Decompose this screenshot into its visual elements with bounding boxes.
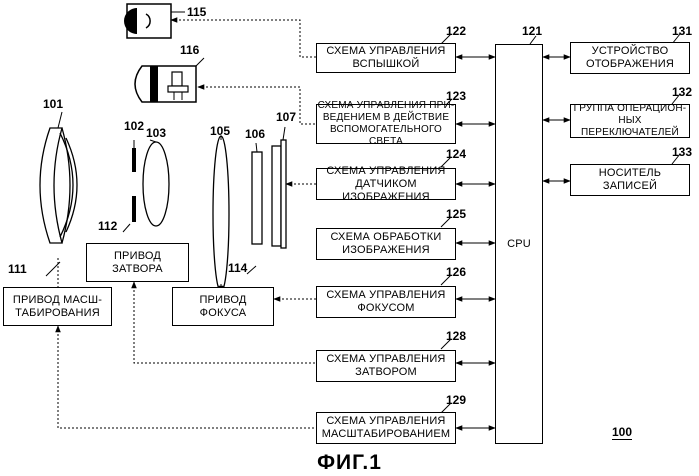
recording-medium-number: 133 xyxy=(672,145,692,159)
aux-light-icon xyxy=(135,66,196,102)
shutter-drive-number: 112 xyxy=(98,219,117,233)
zoom-control-number: 129 xyxy=(446,393,466,407)
image-processing-box: СХЕМА ОБРАБОТКИ ИЗОБРАЖЕНИЯ xyxy=(316,228,456,260)
system-number: 100 xyxy=(612,426,632,440)
aux-light-control-box: СХЕМА УПРАВЛЕНИЯ ПРИ- ВЕДЕНИЕМ В ДЕЙСТВИ… xyxy=(316,104,456,144)
shutter-control-number: 128 xyxy=(446,329,466,343)
focus-control-number: 126 xyxy=(446,265,466,279)
focus-drive-label: ПРИВОД ФОКУСА xyxy=(199,294,246,320)
display-device-box: УСТРОЙСТВО ОТОБРАЖЕНИЯ xyxy=(570,42,690,74)
recording-medium-label: НОСИТЕЛЬ ЗАПИСЕЙ xyxy=(599,167,661,193)
focus-control-box: СХЕМА УПРАВЛЕНИЯ ФОКУСОМ xyxy=(316,286,456,318)
zoom-lens-icon xyxy=(40,128,77,243)
focus-lens-number: 105 xyxy=(210,124,230,138)
display-device-label: УСТРОЙСТВО ОТОБРАЖЕНИЯ xyxy=(586,45,674,71)
zoom-control-box: СХЕМА УПРАВЛЕНИЯ МАСШТАБИРОВАНИЕМ xyxy=(316,412,456,444)
focus-drive-box: ПРИВОД ФОКУСА xyxy=(172,287,274,326)
zoom-lens-number: 101 xyxy=(43,97,63,111)
switches-number: 132 xyxy=(672,85,692,99)
sensor-control-number: 124 xyxy=(446,147,466,161)
shutter-drive-label: ПРИВОД ЗАТВОРА xyxy=(112,250,163,276)
lens-103-icon xyxy=(143,142,169,226)
zoom-drive-label: ПРИВОД МАСШ- ТАБИРОВАНИЯ xyxy=(13,294,102,320)
filter-icon xyxy=(252,152,262,244)
shutter-control-label: СХЕМА УПРАВЛЕНИЯ ЗАТВОРОМ xyxy=(326,353,445,379)
recording-medium-box: НОСИТЕЛЬ ЗАПИСЕЙ xyxy=(570,164,690,196)
flash-control-label: СХЕМА УПРАВЛЕНИЯ ВСПЫШКОЙ xyxy=(326,45,445,71)
flash-unit-icon xyxy=(124,4,171,38)
aux-light-control-label: СХЕМА УПРАВЛЕНИЯ ПРИ- ВЕДЕНИЕМ В ДЕЙСТВИ… xyxy=(317,100,455,148)
aux-light-control-number: 123 xyxy=(446,89,466,103)
image-processing-label: СХЕМА ОБРАБОТКИ ИЗОБРАЖЕНИЯ xyxy=(331,231,442,257)
switches-box: ГРУППА ОПЕРАЦИОН- НЫХ ПЕРЕКЛЮЧАТЕЛЕЙ xyxy=(570,104,690,138)
cpu-label: CPU xyxy=(507,238,531,251)
zoom-drive-number: 111 xyxy=(8,262,27,276)
flash-number: 115 xyxy=(187,5,206,19)
zoom-drive-box: ПРИВОД МАСШ- ТАБИРОВАНИЯ xyxy=(3,287,112,326)
display-device-number: 131 xyxy=(672,24,692,38)
filter-number: 106 xyxy=(245,127,265,141)
focus-drive-number: 114 xyxy=(228,261,247,275)
flash-control-box: СХЕМА УПРАВЛЕНИЯ ВСПЫШКОЙ xyxy=(316,43,456,73)
image-processing-number: 125 xyxy=(446,207,466,221)
sensor-control-label: СХЕМА УПРАВЛЕНИЯ ДАТЧИКОМ ИЗОБРАЖЕНИЯ xyxy=(317,165,455,204)
shutter-control-box: СХЕМА УПРАВЛЕНИЯ ЗАТВОРОМ xyxy=(316,350,456,382)
switches-label: ГРУППА ОПЕРАЦИОН- НЫХ ПЕРЕКЛЮЧАТЕЛЕЙ xyxy=(571,103,689,139)
shutter-number: 102 xyxy=(124,119,144,133)
flash-control-number: 122 xyxy=(446,24,466,38)
focus-lens-icon xyxy=(213,136,229,292)
sensor-control-box: СХЕМА УПРАВЛЕНИЯ ДАТЧИКОМ ИЗОБРАЖЕНИЯ xyxy=(316,168,456,200)
shutter-drive-box: ПРИВОД ЗАТВОРА xyxy=(86,243,189,282)
image-sensor-icon xyxy=(272,140,286,248)
focus-control-label: СХЕМА УПРАВЛЕНИЯ ФОКУСОМ xyxy=(326,289,445,315)
lens-103-number: 103 xyxy=(146,126,166,140)
cpu-number: 121 xyxy=(522,24,542,38)
aux-light-number: 116 xyxy=(180,43,199,57)
zoom-control-label: СХЕМА УПРАВЛЕНИЯ МАСШТАБИРОВАНИЕМ xyxy=(322,415,451,441)
figure-caption: ФИГ.1 xyxy=(0,451,699,475)
cpu-box: CPU xyxy=(495,44,543,444)
image-sensor-number: 107 xyxy=(276,110,296,124)
